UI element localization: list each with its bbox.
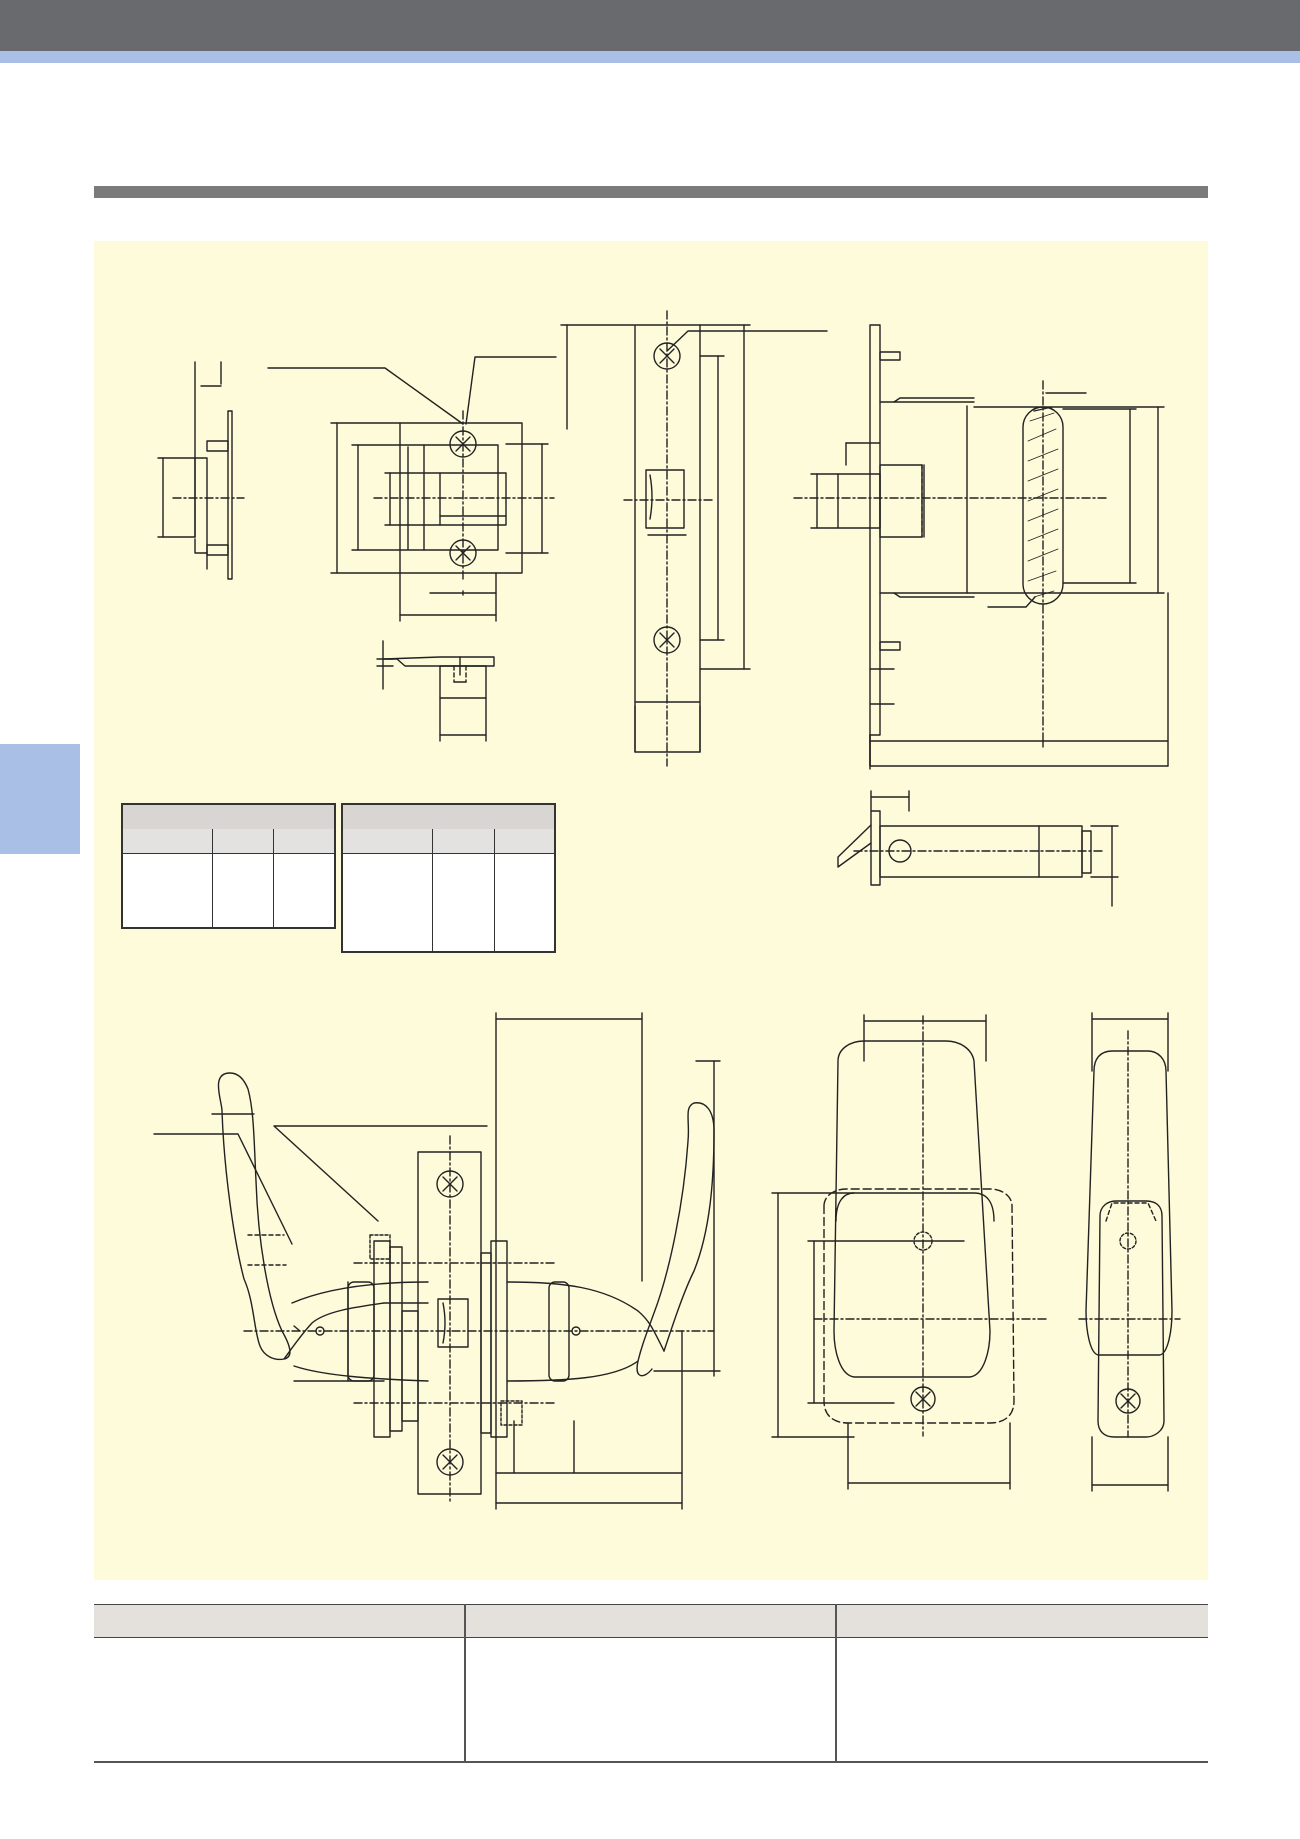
bottom-table-rule xyxy=(94,1761,1208,1763)
spec-table-2-columns xyxy=(343,829,554,854)
spec-table-1 xyxy=(121,803,336,929)
spec-table-1-header xyxy=(123,805,334,830)
spec-table-1-divider xyxy=(212,829,213,927)
front-plate-view xyxy=(623,310,828,767)
spec-table-2-divider xyxy=(432,829,433,951)
technical-drawing-panel xyxy=(94,241,1208,1580)
section-title-rule xyxy=(94,186,1208,198)
bottom-col-divider xyxy=(835,1604,837,1763)
page-header-bar xyxy=(0,0,1300,51)
spec-table-1-divider xyxy=(273,829,274,927)
lever-handle-front-view xyxy=(153,1012,721,1510)
spec-table-2-header xyxy=(343,805,554,830)
bottom-spec-table-header xyxy=(94,1604,1208,1638)
latch-bolt-top-view xyxy=(837,790,1119,907)
strike-plate-front-view xyxy=(267,324,635,622)
spec-table-2 xyxy=(341,803,556,953)
chapter-side-tab[interactable] xyxy=(0,744,80,854)
page-header-accent xyxy=(0,51,1300,63)
spec-table-1-columns xyxy=(123,829,334,854)
spec-table-2-divider xyxy=(494,829,495,951)
technical-drawing xyxy=(153,310,1181,1510)
bottom-spec-table xyxy=(94,1604,1208,1763)
rose-plate-front-view xyxy=(771,1014,1047,1490)
lock-body-side-view xyxy=(793,324,1169,770)
bottom-col-divider xyxy=(464,1604,466,1763)
rose-plate-narrow-view xyxy=(1078,1012,1181,1492)
latch-side-view xyxy=(157,361,245,580)
strike-plate-edge-view xyxy=(376,640,495,742)
